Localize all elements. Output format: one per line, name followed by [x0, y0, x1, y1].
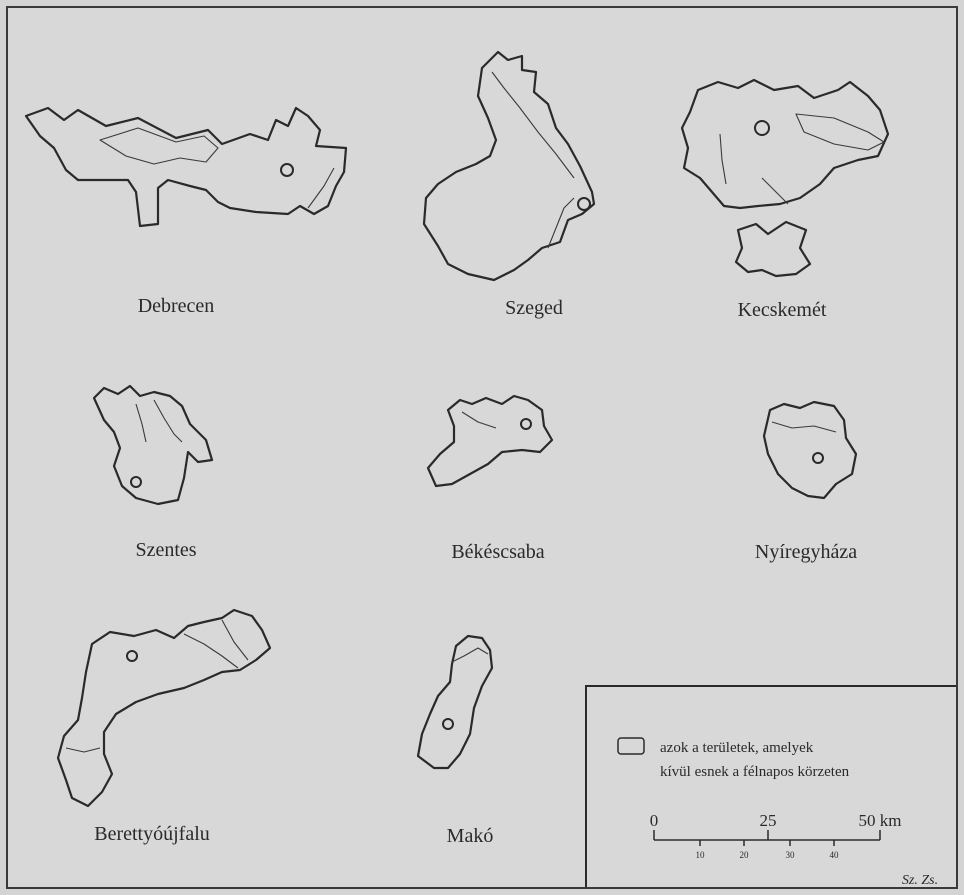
scale-minor-label: 30 [786, 850, 796, 860]
region-label: Berettyóújfalu [94, 823, 210, 845]
city-marker [812, 452, 824, 464]
legend-box: azok a területek, amelyek kívül esnek a … [585, 685, 956, 887]
region-szeged: Szeged [422, 50, 596, 319]
region-inner-line [307, 167, 335, 209]
scale-label-25: 25 [760, 811, 777, 830]
region-label: Békéscsaba [451, 541, 544, 563]
region-outline [416, 634, 494, 770]
scale-minor-label: 40 [830, 850, 840, 860]
region-inner-line [761, 177, 789, 205]
region-inner-line [491, 71, 575, 179]
region-inner-line [795, 113, 885, 151]
region-debrecen: Debrecen [24, 106, 348, 317]
legend-text-line1: azok a területek, amelyek [660, 740, 814, 756]
region-inner-line [451, 647, 489, 663]
region-outline [24, 106, 348, 228]
region-label: Szentes [135, 539, 196, 561]
region-inner-line [135, 403, 147, 443]
region-label: Kecskemét [738, 299, 827, 321]
legend-frame [585, 685, 956, 887]
scale-label-0: 0 [650, 811, 659, 830]
legend-text-line2: kívül esnek a félnapos körzeten [660, 764, 850, 780]
region-inner-line [771, 421, 837, 433]
region-berettyoujfalu: Berettyóújfalu [56, 608, 272, 845]
region-inner-line [719, 133, 727, 185]
region-outline [680, 78, 890, 210]
region-label: Makó [447, 825, 494, 847]
city-marker [126, 650, 138, 662]
city-marker [280, 163, 294, 177]
region-outline [56, 608, 272, 808]
city-marker [754, 120, 770, 136]
author-credit: Sz. Zs. [902, 873, 938, 887]
region-mako: Makó [416, 634, 494, 847]
region-kecskemet: Kecskemét [680, 78, 890, 321]
region-inner-line [99, 127, 219, 165]
region-outline [92, 384, 214, 506]
region-nyiregyhaza: Nyíregyháza [755, 400, 858, 563]
region-inner-line [461, 411, 497, 429]
city-marker [442, 718, 454, 730]
region-inner-line [183, 633, 239, 669]
city-marker [577, 197, 591, 211]
map-frame: Debrecen Szeged Kecskemét Szentes Békésc… [6, 6, 958, 889]
region-inner-line [221, 619, 249, 661]
region-inner-line [65, 747, 101, 753]
legend-swatch [617, 737, 645, 755]
scale-minor-label: 20 [740, 850, 750, 860]
region-inner-line [547, 197, 575, 249]
scale-bar: 0 25 50 km 10 20 30 40 [650, 811, 902, 860]
region-exclave [734, 220, 812, 278]
city-marker [520, 418, 532, 430]
region-outline [422, 50, 596, 282]
region-bekescsaba: Békéscsaba [426, 394, 554, 563]
region-label: Szeged [505, 297, 563, 319]
region-label: Debrecen [138, 295, 215, 317]
region-outline [762, 400, 858, 500]
city-marker [130, 476, 142, 488]
scale-label-50: 50 km [859, 811, 902, 830]
scale-minor-label: 10 [696, 850, 706, 860]
region-label: Nyíregyháza [755, 541, 857, 563]
map-canvas: Debrecen Szeged Kecskemét Szentes Békésc… [24, 50, 956, 887]
region-szentes: Szentes [92, 384, 214, 561]
region-inner-line [153, 399, 183, 443]
region-outline [426, 394, 554, 488]
